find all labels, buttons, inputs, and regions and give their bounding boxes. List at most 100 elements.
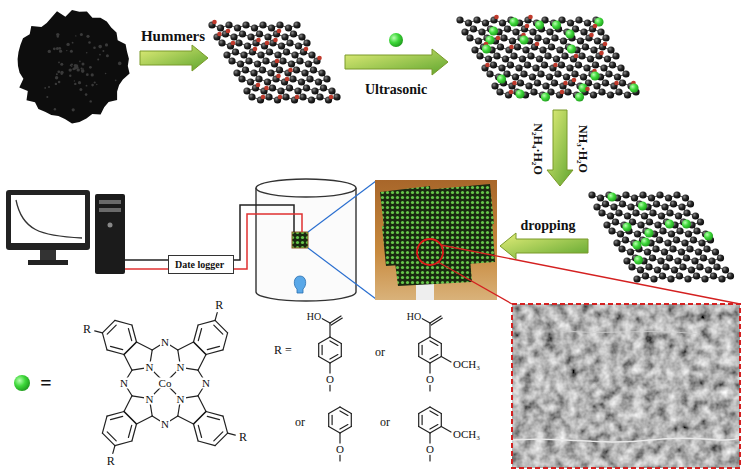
carbon-atom xyxy=(232,48,239,55)
atom-label: HO xyxy=(306,312,322,322)
carbon-atom xyxy=(295,42,302,49)
oxygen-group xyxy=(535,42,540,47)
powder-speck xyxy=(105,73,107,75)
carbon-atom xyxy=(631,194,638,201)
powder-speck xyxy=(74,64,77,67)
oxygen-group xyxy=(276,74,281,79)
carbon-atom xyxy=(499,19,506,26)
double-bond xyxy=(330,341,338,346)
methoxy-bond xyxy=(441,427,451,433)
cobalt-phthalocyanine-dot xyxy=(509,17,518,26)
zoom-circle xyxy=(417,239,443,265)
carbon-atom xyxy=(240,51,247,58)
zoom-line xyxy=(308,248,376,299)
carbon-atom xyxy=(296,57,303,64)
benzene-ring xyxy=(328,414,329,427)
carboxyl-bond xyxy=(429,323,430,337)
powder-speck xyxy=(46,96,48,98)
carbon-atom xyxy=(475,37,482,44)
carbon-atom xyxy=(614,73,621,80)
carbon-atom xyxy=(456,16,463,23)
powder-speck xyxy=(99,54,101,56)
carbon-atom xyxy=(239,30,246,37)
oxygen-group xyxy=(231,41,236,46)
carbon-atom xyxy=(678,248,685,255)
pyrrole-ring xyxy=(124,342,137,355)
carbon-atom xyxy=(461,28,468,35)
carbon-atom xyxy=(283,48,290,55)
powder-speck xyxy=(59,50,62,53)
carbon-atom xyxy=(245,57,252,64)
double-bond xyxy=(422,345,423,354)
carbon-atom xyxy=(560,37,567,44)
powder-speck xyxy=(115,80,117,82)
carbon-atom xyxy=(712,248,719,255)
carbon-atom xyxy=(471,46,478,53)
carbon-atom xyxy=(674,257,681,264)
carbon-atom xyxy=(710,272,717,279)
carbon-atom xyxy=(623,257,630,264)
graphite-powder xyxy=(18,10,130,123)
carbon-atom xyxy=(610,203,617,210)
double-bond xyxy=(107,325,116,334)
carbon-atom xyxy=(690,236,697,243)
carbon-atom xyxy=(281,33,288,40)
double-bond xyxy=(198,425,201,437)
oxygen-group xyxy=(614,81,619,86)
carboxyl-bond xyxy=(331,318,342,325)
carbon-atom xyxy=(257,51,264,58)
carbon-atom xyxy=(310,66,317,73)
double-bond xyxy=(111,346,123,349)
carbon-atom xyxy=(525,82,532,89)
carbon-atom xyxy=(529,28,536,35)
carbon-atom xyxy=(683,209,690,216)
carbon-atom xyxy=(679,263,686,270)
double-bond xyxy=(111,416,123,419)
ether-bond xyxy=(429,455,430,461)
carbon-atom xyxy=(478,28,485,35)
carbon-atom xyxy=(279,57,286,64)
computer-tower xyxy=(95,194,125,274)
benzene-ring xyxy=(107,350,124,355)
double-bond xyxy=(430,425,438,430)
powder-speck xyxy=(69,75,71,77)
zoom-line xyxy=(438,262,512,304)
oxygen-group xyxy=(304,47,309,52)
carbon-atom xyxy=(603,221,610,228)
carbon-atom xyxy=(681,239,688,246)
benzene-ring xyxy=(441,414,442,427)
carbon-atom xyxy=(695,248,702,255)
pyrrole-ring xyxy=(194,342,207,355)
oxygen-group xyxy=(603,42,608,47)
double-bond xyxy=(340,411,348,416)
powder-speck xyxy=(94,81,96,83)
carbon-atom xyxy=(622,236,629,243)
carbon-atom xyxy=(237,60,244,67)
oxygen-group xyxy=(329,95,334,100)
atom-label: OCH₃ xyxy=(452,429,481,440)
carbon-atom xyxy=(522,46,529,53)
oxygen-group xyxy=(317,56,322,61)
carbon-atom xyxy=(657,257,664,264)
carbon-atom xyxy=(666,254,673,261)
oxygen-group xyxy=(560,90,565,95)
powder-speck xyxy=(75,35,76,36)
carbon-atom xyxy=(548,43,555,50)
cobalt-phthalocyanine-dot xyxy=(535,20,544,29)
carbon-atom xyxy=(308,51,315,58)
oxygen-group xyxy=(553,63,558,68)
powder-speck xyxy=(70,65,72,67)
powder-speck xyxy=(88,41,91,44)
box-label: Date logger xyxy=(175,259,227,270)
atom-label: N xyxy=(160,419,170,430)
benzene-ring xyxy=(419,357,430,364)
powder-speck xyxy=(90,100,92,102)
double-bond xyxy=(332,415,333,424)
double-bond xyxy=(214,325,223,334)
substituent-bond xyxy=(215,313,217,321)
carbon-atom xyxy=(676,272,683,279)
reagent-label: N₂H₄·H₂O xyxy=(532,123,544,174)
pyrrole-ring xyxy=(178,342,194,350)
reagent-label: NH₃·H₂O xyxy=(577,125,589,173)
screen-curve xyxy=(16,200,82,238)
